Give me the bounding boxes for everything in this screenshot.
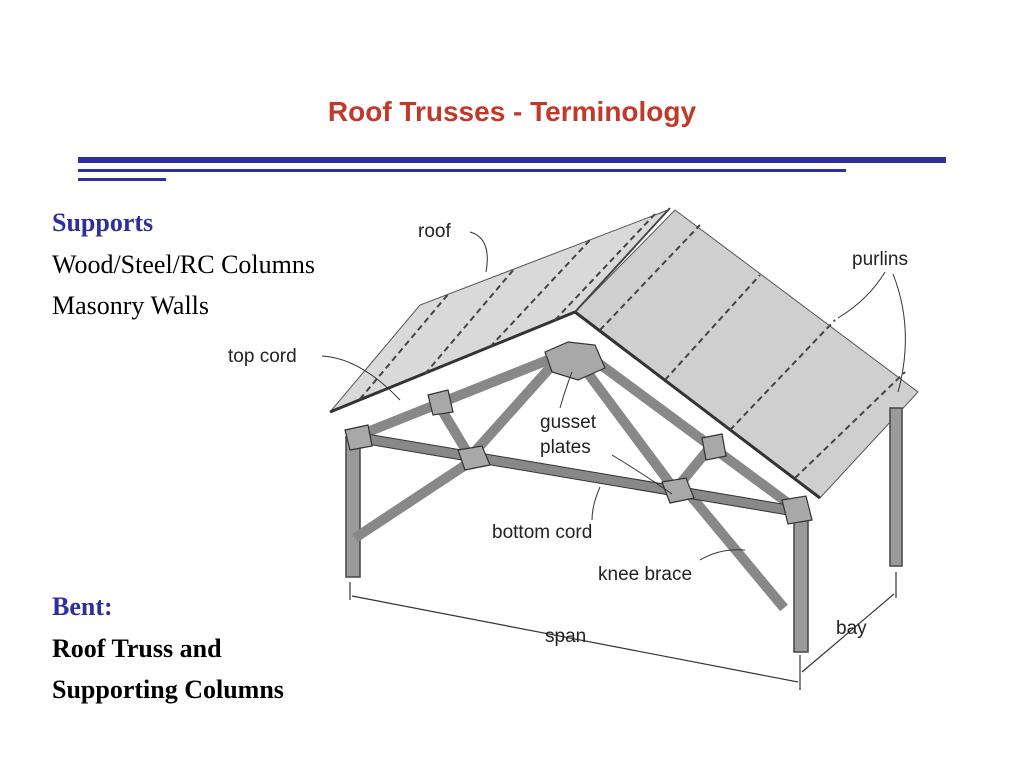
purlin — [554, 213, 656, 321]
column-back-right — [889, 407, 903, 567]
gusset-plate — [544, 341, 606, 381]
bottom-cord-edge — [354, 431, 801, 508]
gusset-leader — [611, 454, 673, 495]
purlins-leader — [837, 271, 886, 319]
purlin — [729, 319, 836, 431]
supports-item-walls: Masonry Walls — [52, 291, 210, 320]
truss-member-edges — [354, 431, 801, 518]
roof-panels — [329, 207, 919, 500]
purlin — [664, 274, 761, 381]
gusset-plate — [427, 389, 454, 416]
bottom-cord — [354, 432, 801, 517]
bay-line — [801, 593, 895, 673]
knee-brace-left — [352, 457, 473, 543]
knee-brace-right — [686, 491, 788, 612]
top-cord-right — [575, 343, 803, 517]
columns — [345, 407, 903, 653]
label-top-cord: top cord — [228, 346, 297, 367]
supports-heading: Supports — [52, 208, 154, 237]
title-rule-bottom — [78, 169, 846, 172]
purlin — [599, 224, 701, 331]
gusset-plate — [457, 445, 491, 471]
supports-item-columns: Wood/Steel/RC Columns — [52, 250, 315, 279]
web-member — [573, 357, 680, 493]
purlins-leader — [892, 273, 906, 393]
label-gusset-line-2: plates — [540, 437, 591, 458]
label-gusset-line-1: gusset — [540, 412, 597, 433]
gusset-leader — [559, 371, 573, 409]
dimension-lines — [349, 572, 897, 690]
gusset-plate — [344, 424, 373, 451]
roof-leader — [469, 231, 488, 273]
truss-members — [352, 343, 803, 612]
gusset-plate — [781, 495, 813, 525]
column-front-left — [345, 436, 361, 578]
title-rule-short — [78, 178, 166, 181]
label-bay: bay — [836, 618, 867, 639]
span-line — [351, 595, 799, 683]
gusset-plate — [661, 477, 695, 504]
column-front-right — [793, 511, 809, 653]
label-bottom-cord: bottom cord — [492, 522, 592, 543]
purlin — [424, 267, 516, 375]
roof-edge-left — [329, 310, 576, 414]
purlin — [794, 371, 906, 479]
bent-heading: Bent: — [52, 592, 113, 621]
label-roof: roof — [418, 221, 451, 242]
label-purlins: purlins — [852, 249, 908, 270]
purlin — [359, 291, 451, 400]
roof-ridge — [574, 207, 671, 313]
bent-line-1: Roof Truss and — [52, 634, 222, 663]
bottom-cord-leader — [591, 486, 601, 521]
title-rule-top — [78, 157, 946, 163]
gusset-plate — [701, 433, 727, 461]
leader-lines — [321, 231, 906, 561]
top-cord-left — [353, 343, 580, 442]
knee-brace-leader — [699, 549, 746, 561]
bottom-cord-edge — [354, 441, 801, 518]
purlin — [489, 239, 591, 348]
bent-line-2: Supporting Columns — [52, 675, 284, 704]
gusset-plates — [344, 341, 813, 525]
label-span: span — [545, 626, 586, 647]
purlins — [359, 213, 906, 479]
label-knee-brace: knee brace — [598, 564, 692, 585]
top-cord-leader — [321, 355, 401, 401]
web-member — [466, 357, 560, 461]
roof-edge-right — [574, 310, 821, 500]
slide-title: Roof Trusses - Terminology — [327, 96, 697, 127]
